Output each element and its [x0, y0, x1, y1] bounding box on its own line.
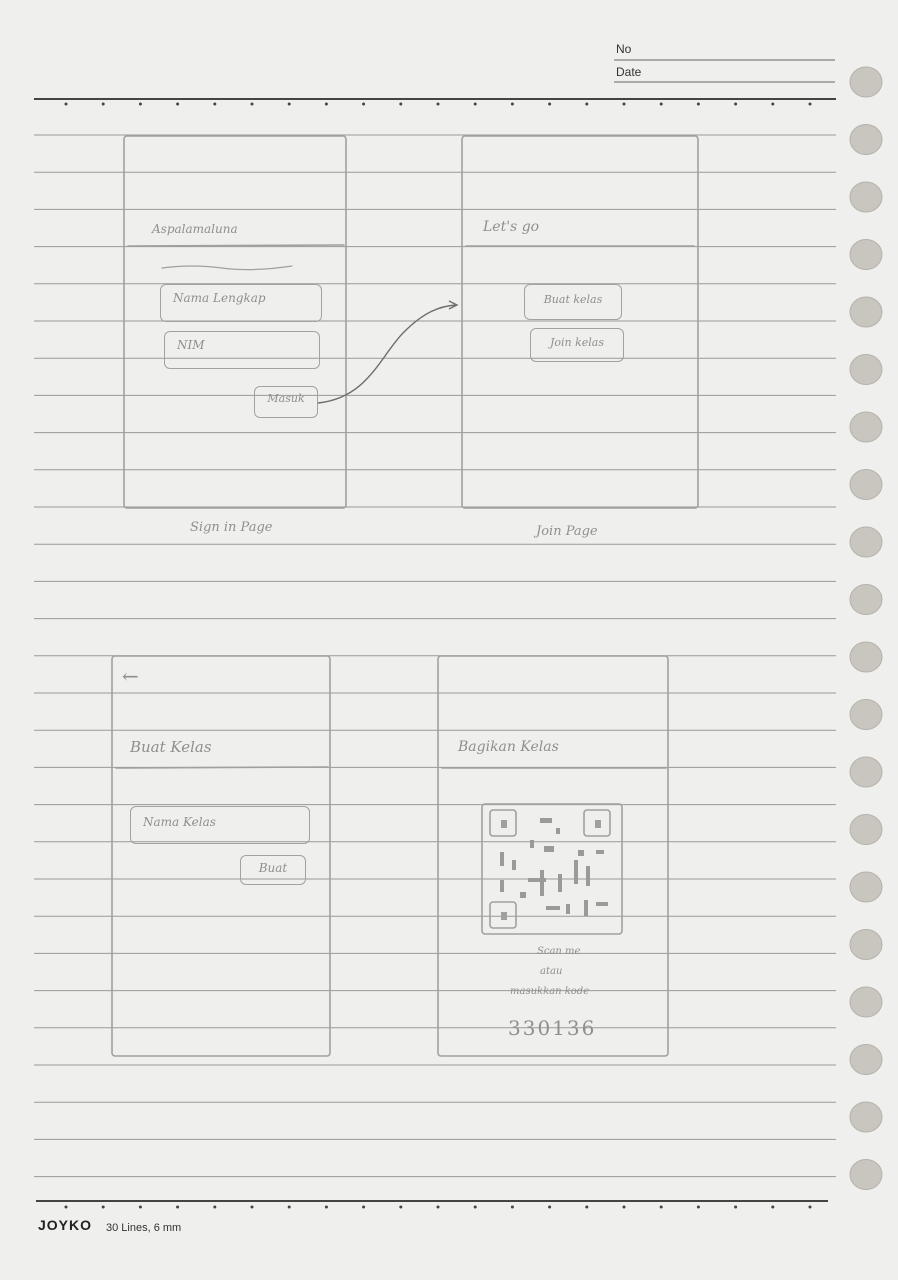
- create-class-header-title: Buat Kelas: [130, 738, 212, 756]
- date-label: Date: [616, 65, 642, 79]
- masuk-button[interactable]: Masuk: [254, 386, 318, 418]
- sign-in-header-title: Aspalamaluna: [152, 222, 238, 236]
- paper-spec: 30 Lines, 6 mm: [106, 1222, 182, 1234]
- class-name-placeholder: Nama Kelas: [143, 815, 216, 829]
- buat-kelas-button[interactable]: Buat kelas: [524, 284, 622, 320]
- full-name-field[interactable]: Nama Lengkap: [160, 284, 322, 322]
- no-label: No: [616, 42, 632, 56]
- join-kelas-label: Join kelas: [549, 336, 605, 349]
- join-kelas-button[interactable]: Join kelas: [530, 328, 624, 362]
- sign-in-caption: Sign in Page: [190, 520, 273, 535]
- class-name-field[interactable]: Nama Kelas: [130, 806, 310, 844]
- back-arrow-icon[interactable]: ←: [122, 664, 139, 688]
- brand-logo: JOYKO: [38, 1217, 93, 1233]
- buat-label: Buat: [258, 861, 288, 875]
- join-header-title: Let's go: [483, 219, 540, 235]
- buat-button[interactable]: Buat: [240, 855, 306, 885]
- nim-field[interactable]: NIM: [164, 331, 320, 369]
- masuk-label: Masuk: [267, 392, 305, 405]
- buat-kelas-label: Buat kelas: [543, 293, 603, 306]
- join-caption: Join Page: [536, 524, 598, 539]
- full-name-placeholder: Nama Lengkap: [173, 291, 266, 305]
- enter-code-text: masukkan kode: [510, 986, 590, 997]
- class-code: 330136: [508, 1016, 597, 1040]
- atau-text: atau: [540, 966, 563, 977]
- nim-placeholder: NIM: [177, 338, 205, 352]
- share-class-header-title: Bagikan Kelas: [458, 739, 559, 755]
- scan-me-text: Scan me: [537, 946, 581, 957]
